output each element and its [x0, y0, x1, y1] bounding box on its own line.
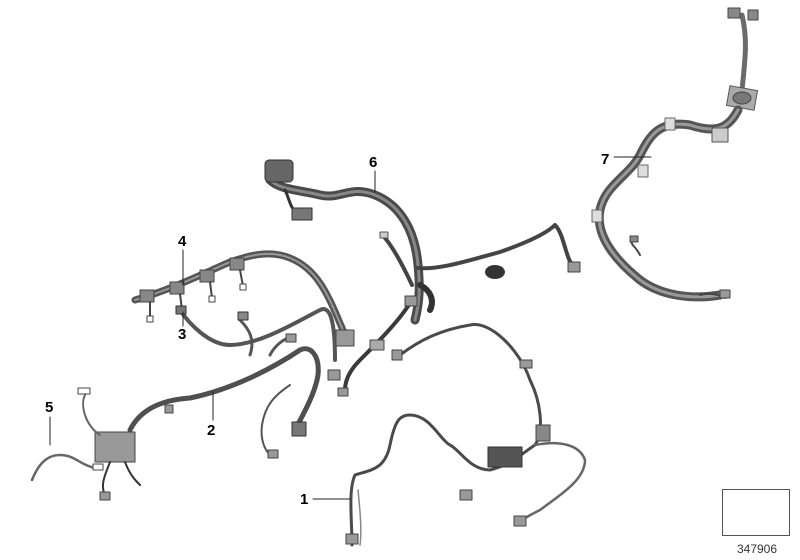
- leader-lines: [49, 156, 652, 500]
- callout-4[interactable]: 4: [178, 233, 187, 250]
- harness-part-4[interactable]: [131, 250, 355, 347]
- callout-6[interactable]: 6: [369, 154, 378, 171]
- callout-5[interactable]: 5: [45, 399, 54, 416]
- callout-3[interactable]: 3: [178, 326, 187, 343]
- harness-part-5[interactable]: [30, 453, 104, 482]
- harness-part-1[interactable]: [345, 323, 587, 547]
- callout-1[interactable]: 1: [300, 491, 309, 508]
- harness-part-7[interactable]: [591, 7, 759, 302]
- harness-part-6[interactable]: [264, 159, 581, 397]
- diagram-reference-number: 347906: [736, 542, 778, 556]
- callout-7[interactable]: 7: [601, 151, 610, 168]
- orientation-badge: [722, 489, 790, 536]
- harness-part-3[interactable]: [175, 305, 341, 381]
- callout-2[interactable]: 2: [207, 422, 216, 439]
- harness-part-2[interactable]: [77, 333, 321, 501]
